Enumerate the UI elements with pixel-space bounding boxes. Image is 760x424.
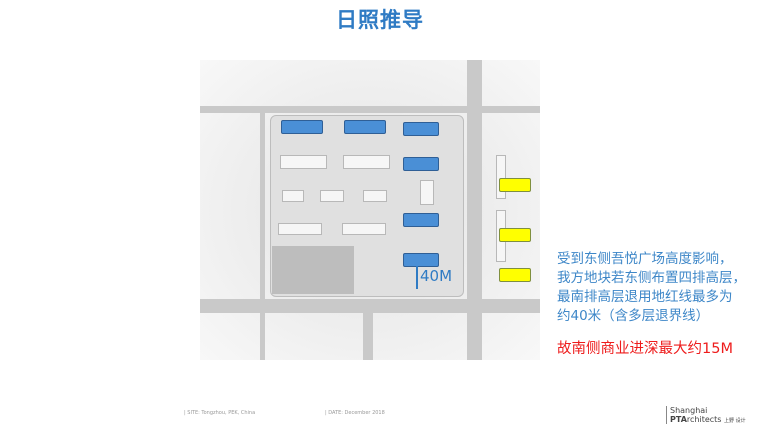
high-rise-building: [344, 120, 386, 134]
road: [200, 106, 540, 113]
road: [260, 113, 265, 360]
high-rise-building: [403, 213, 439, 227]
note-line: 最南排高层退用地红线最多为: [557, 289, 733, 305]
logo-prefix: Shanghai: [670, 406, 708, 415]
logo-suffix: rchitects: [686, 415, 722, 424]
note-line: 约40米（含多层退界线）: [557, 308, 710, 324]
footer-date: | DATE: December 2018: [325, 410, 385, 416]
building: [282, 190, 304, 202]
company-logo: Shanghai PTArchitects 上野 设计: [666, 406, 760, 424]
dimension-arrow: [416, 266, 418, 289]
dimension-label: 40M: [420, 267, 453, 285]
road: [363, 313, 373, 360]
logo-cn: 上野 设计: [724, 418, 746, 424]
neighbor-building: [499, 178, 531, 192]
neighbor-building: [499, 228, 531, 242]
page-title: 日照推导: [336, 8, 424, 32]
park-area: [272, 246, 354, 294]
building: [343, 155, 390, 169]
building: [278, 223, 322, 235]
analysis-note: 受到东侧吾悦广场高度影响， 我方地块若东侧布置四排高层， 最南排高层退用地红线最…: [557, 250, 746, 326]
high-rise-building: [403, 253, 439, 267]
building: [363, 190, 387, 202]
site-plan-image: [200, 60, 540, 360]
neighbor-building: [499, 268, 531, 282]
note-line: 受到东侧吾悦广场高度影响，: [557, 251, 733, 267]
building: [342, 223, 386, 235]
high-rise-building: [281, 120, 323, 134]
building: [320, 190, 344, 202]
conclusion-text: 故南侧商业进深最大约15M: [557, 341, 733, 357]
building: [280, 155, 327, 169]
high-rise-building: [403, 157, 439, 171]
building: [496, 155, 506, 199]
footer-site: | SITE: Tongzhou, PEK, China: [184, 410, 256, 416]
high-rise-building: [403, 122, 439, 136]
note-line: 我方地块若东侧布置四排高层，: [557, 270, 746, 286]
building: [420, 180, 434, 205]
road: [200, 299, 540, 313]
road: [467, 60, 482, 360]
logo-bold: PTA: [670, 415, 687, 424]
